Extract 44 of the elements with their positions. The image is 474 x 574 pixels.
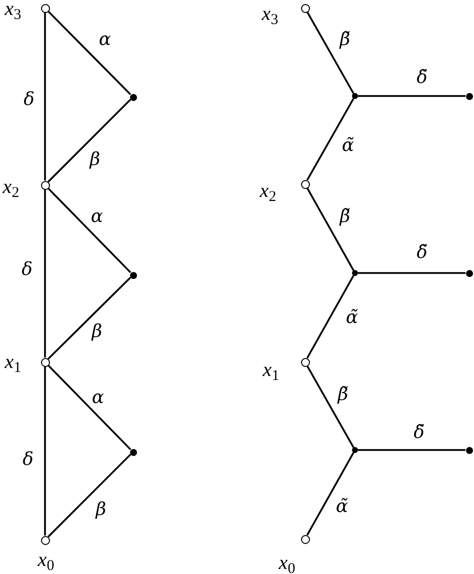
vertex-label: x$_{2}$	[260, 181, 276, 201]
edge-label: α̃	[342, 137, 354, 155]
edge-line	[306, 187, 354, 271]
edge-label: α	[90, 208, 104, 226]
edge-label: δ̃	[416, 244, 428, 262]
vertex-label: x$_{3}$	[4, 0, 22, 19]
edge-line	[48, 188, 132, 274]
edge-label: β̃	[340, 208, 350, 226]
edge-label: δ	[22, 261, 32, 279]
edge-line	[358, 449, 466, 451]
vertex-label: x$_{0}$	[38, 550, 54, 570]
edge-line	[48, 276, 132, 360]
edge-label: δ̃	[416, 69, 428, 87]
vertex-label: x$_{3}$	[262, 4, 278, 24]
edge-label: α̃	[336, 498, 348, 516]
edge-label: β̃	[340, 31, 350, 49]
edge-label: α	[92, 389, 104, 407]
edge-label: β̃	[338, 386, 348, 404]
edge-line	[44, 190, 46, 358]
edge-label: δ	[22, 451, 34, 469]
edge-line	[48, 98, 132, 182]
edge-label: β	[96, 501, 106, 519]
edge-line	[306, 365, 354, 448]
edge-line	[306, 452, 354, 536]
vertex-label: x$_{2}$	[2, 177, 20, 197]
edge-label: δ	[24, 91, 34, 109]
vertex-label: x$_{1}$	[4, 352, 22, 372]
edge-line	[48, 10, 132, 96]
edge-line	[358, 272, 466, 274]
edge-line	[44, 12, 46, 180]
edge-label: β	[92, 323, 102, 341]
edge-label: α̃	[346, 309, 358, 327]
edge-label: α	[98, 31, 112, 49]
vertex-label: x$_{0}$	[278, 553, 296, 573]
edge-line	[44, 366, 46, 536]
edge-line	[48, 454, 132, 538]
edge-label: δ̃	[414, 424, 424, 442]
edge-line	[306, 11, 354, 94]
vertex-label: x$_{1}$	[262, 360, 280, 380]
edge-line	[306, 275, 354, 359]
edge-label: β	[90, 151, 100, 169]
edge-line	[306, 98, 354, 181]
edge-line	[48, 364, 132, 450]
edge-line	[358, 95, 466, 97]
